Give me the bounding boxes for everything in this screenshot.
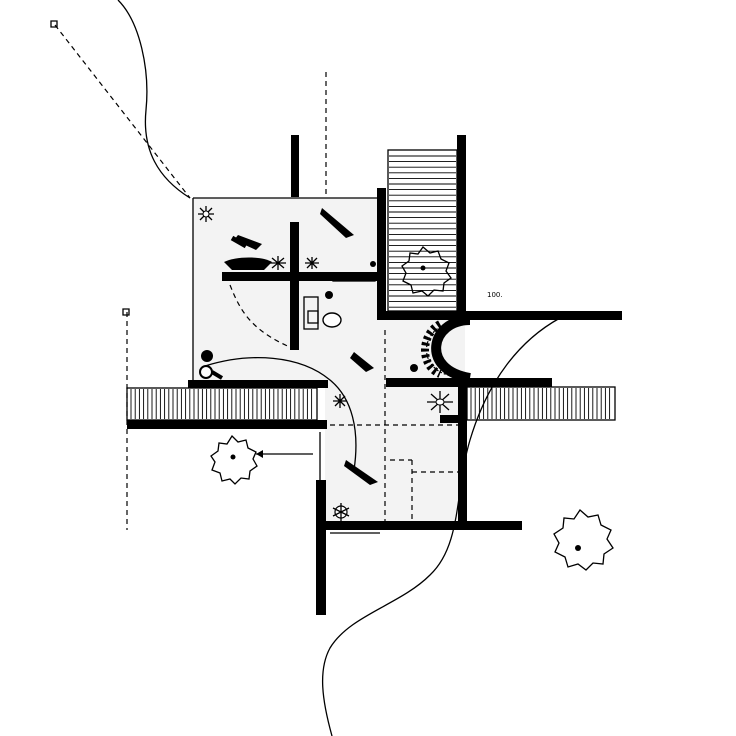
path-arrow-head [256, 450, 263, 458]
tree-canopy-icon [210, 434, 258, 485]
wall-terrace-east [457, 135, 466, 320]
bench-shape [224, 257, 272, 270]
tree-trunk-dot [230, 454, 236, 460]
plants-and-furniture [198, 206, 453, 521]
garden-edge-line [229, 284, 293, 349]
tree-trunk-dot [420, 265, 426, 271]
tree-canopy-icon [401, 246, 452, 297]
hall-furniture-outline [411, 460, 460, 522]
movement-arc [204, 357, 357, 471]
curved-entry [421, 315, 472, 383]
figure-head [410, 364, 418, 372]
figure-shape [210, 370, 224, 380]
wall-deck-north [188, 380, 328, 388]
counter-outline [332, 272, 376, 282]
wall-hall-east-return [440, 415, 466, 423]
figure-shape [344, 460, 378, 485]
survey-marker-icon [50, 20, 58, 28]
wall-east-wing-north [382, 311, 622, 320]
round-table [322, 312, 342, 328]
deck-east [466, 386, 616, 421]
wall-courtyard-cross [222, 272, 380, 281]
figure-shape [234, 235, 262, 250]
wall-west-long [316, 480, 326, 615]
wall-hall-east [458, 385, 467, 525]
stair-treads-icon [389, 155, 456, 308]
deck-east-outline [466, 386, 616, 421]
wall-deck-south [127, 420, 327, 429]
wall-terrace-west [377, 188, 386, 320]
deck-west [126, 387, 318, 421]
potted-plant-icon [305, 257, 319, 269]
figure-head [199, 365, 213, 379]
potted-plant-icon [333, 394, 347, 408]
wall-hall-south [326, 521, 522, 530]
hatched-deck-icon [130, 389, 313, 419]
level-mark-label: 100. [487, 291, 503, 299]
potted-plant-icon [198, 206, 214, 222]
movement-paths [204, 357, 357, 471]
figure-shape [350, 352, 374, 372]
tree-canopy-icon [553, 509, 614, 571]
figure-shape [230, 235, 248, 249]
sofa-cushion [307, 310, 319, 324]
light-walls [192, 197, 380, 534]
wall-courtyard-divider [290, 222, 299, 350]
figure-head [201, 350, 213, 362]
terrace-treads [387, 149, 458, 312]
deck-west-outline [126, 387, 318, 421]
figure-head [325, 291, 333, 299]
figure-head [370, 261, 376, 267]
terrain-contour-north [117, 0, 191, 199]
potted-plant-icon [332, 503, 350, 521]
potted-plant-icon [270, 256, 286, 270]
terrace-outline [387, 149, 458, 312]
potted-plant-icon [427, 391, 453, 413]
curved-entry-steps-inner [421, 320, 443, 378]
tree-trunk-dot [575, 545, 581, 551]
figure-shape [320, 208, 354, 238]
hatched-deck-icon [470, 388, 611, 419]
curved-entry-wall [431, 315, 472, 383]
survey-marker-icon [122, 308, 130, 316]
wall-north-stub [291, 135, 299, 197]
trees [210, 246, 614, 571]
property-line-diagonal [54, 24, 191, 199]
